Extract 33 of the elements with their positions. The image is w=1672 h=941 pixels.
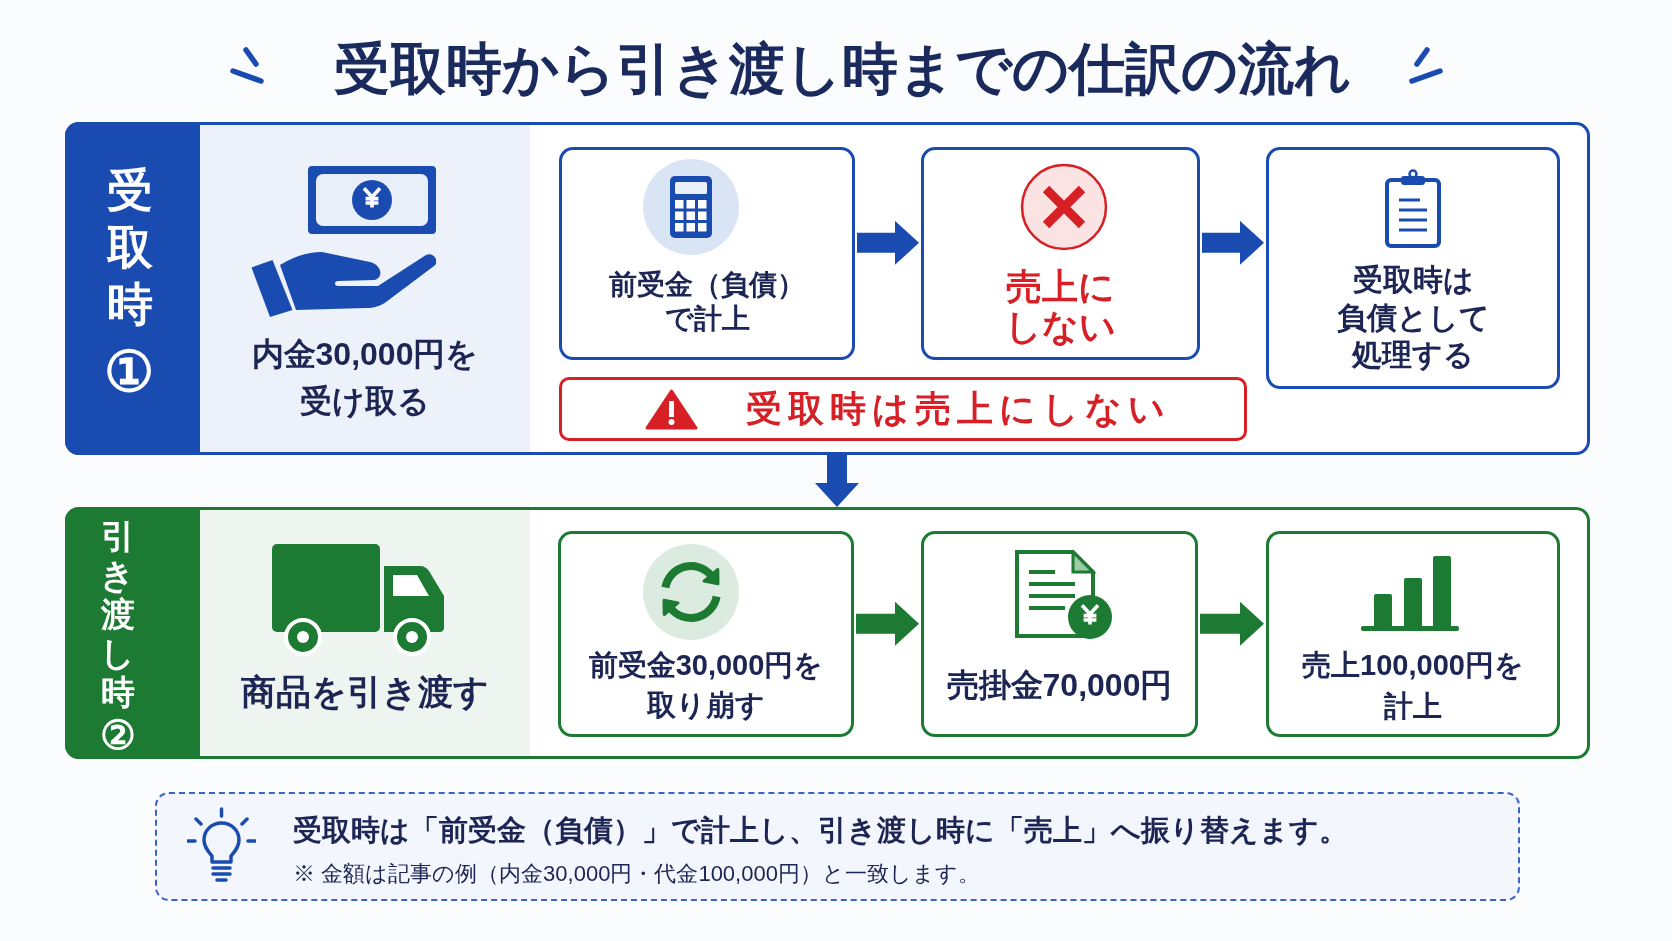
box-text: 売掛金70,000円 bbox=[946, 666, 1173, 705]
arrow bbox=[1200, 601, 1264, 646]
box-text: 前受金30,000円を取り崩す bbox=[588, 648, 824, 723]
process-box bbox=[1266, 147, 1560, 389]
section-panel bbox=[65, 122, 1590, 455]
panel-text: 商品を引き渡す bbox=[241, 671, 489, 713]
tab-heading: 引き渡し時 bbox=[99, 516, 137, 712]
panel-text: 内金30,000円を受け取る bbox=[251, 335, 479, 421]
arrow bbox=[1202, 220, 1264, 265]
box-text: 売上100,000円を計上 bbox=[1302, 648, 1524, 724]
section-panel bbox=[65, 507, 1590, 759]
warning-box bbox=[559, 377, 1247, 441]
arrow bbox=[815, 455, 859, 507]
info-panel bbox=[200, 510, 530, 756]
process-box bbox=[1266, 531, 1560, 737]
tab-heading: 受取時 bbox=[105, 162, 154, 332]
box-text: 受取時は負債として処理する bbox=[1336, 262, 1490, 373]
process-box bbox=[921, 147, 1200, 360]
process-box bbox=[559, 147, 855, 360]
box-text: 前受金（負債）で計上 bbox=[609, 268, 805, 336]
box-text: 売上にしない bbox=[1005, 267, 1116, 347]
footnote-text: ※ 金額は記事の例（内金30,000円・代金100,000円）と一致します。 bbox=[293, 860, 980, 888]
process-box bbox=[558, 531, 854, 737]
step-number: ① bbox=[104, 344, 154, 400]
note-box bbox=[155, 792, 1520, 901]
note-text: 受取時は「前受金（負債）」で計上し、引き渡し時に「売上」へ振り替えます。 bbox=[293, 813, 1348, 848]
step-number: ② bbox=[100, 715, 136, 755]
arrow bbox=[856, 601, 919, 646]
warning-text: 受取時は売上にしない bbox=[746, 389, 1171, 429]
arrow bbox=[857, 220, 919, 265]
process-box bbox=[921, 531, 1198, 737]
info-panel bbox=[200, 125, 530, 452]
diagram-title: 受取時から引き渡し時までの仕訳の流れ bbox=[333, 37, 1351, 101]
